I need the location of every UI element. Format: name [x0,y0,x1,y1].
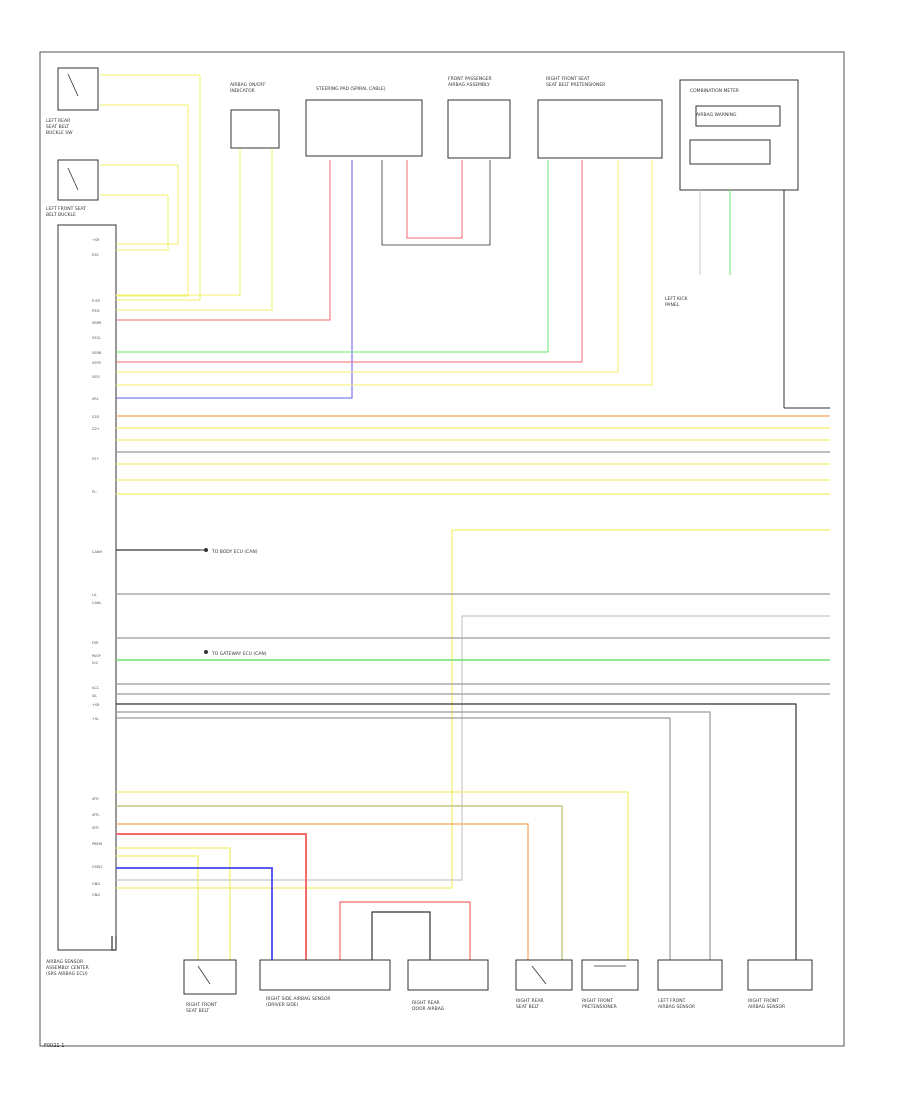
svg-text:TO BODY ECU (CAN): TO BODY ECU (CAN) [211,549,258,555]
svg-text:SSRB: SSRB [92,351,102,355]
svg-text:PRETENSIONER: PRETENSIONER [582,1004,617,1010]
horizontal-harness [116,415,830,960]
svg-text:D2+: D2+ [92,427,100,431]
svg-text:ACC: ACC [92,686,100,690]
svg-text:SEAT BELT: SEAT BELT [46,124,69,130]
svg-text:AIRBAG ON/OFF: AIRBAG ON/OFF [230,82,266,88]
svg-text:PBEW: PBEW [92,842,103,846]
svg-text:ESS: ESS [92,253,99,257]
steering-pad: STEERING PAD (SPIRAL CABLE) [305,86,423,157]
svg-text:DOOR AIRBAG: DOOR AIRBAG [412,1006,445,1012]
svg-text:RIGHT REAR: RIGHT REAR [412,1000,440,1006]
svg-text:RIGHT FRONT: RIGHT FRONT [582,998,613,1004]
svg-text:SSSL: SSSL [92,336,101,340]
svg-text:AIRBAG WARNING: AIRBAG WARNING [696,112,737,118]
left-rear-belt-switch: LEFT REAR SEAT BELT BUCKLE SW [46,67,99,136]
svg-text:+SL: +SL [92,717,99,721]
svg-text:(SRS AIRBAG ECU): (SRS AIRBAG ECU) [46,971,88,977]
svg-text:P-SR: P-SR [92,299,101,303]
svg-text:BELT BUCKLE: BELT BUCKLE [46,212,76,218]
svg-text:PAOF: PAOF [92,654,101,658]
svg-text:ASSEMBLY CENTER: ASSEMBLY CENTER [46,965,89,971]
svg-text:SBRR: SBRR [92,321,102,325]
svg-text:FSR: FSR [92,641,99,645]
diagram-frame [39,51,845,1047]
ecu-pin-labels: +SR ESS P-SR PSSI SBRR SSSL SSRB SSFR SS… [92,238,103,897]
can-callouts: TO BODY ECU (CAN) TO GATEWAY ECU (CAN) [116,548,267,657]
bottom-components: RIGHT FRONT SEAT BELT RIGHT SIDE AIRBAG … [183,959,813,1014]
svg-text:LEFT FRONT SEAT: LEFT FRONT SEAT [46,206,86,212]
svg-text:GND: GND [92,882,100,886]
svg-text:LEFT KICK: LEFT KICK [665,296,688,302]
footer-code: F0021 1 [44,1043,65,1049]
svg-text:SIL: SIL [92,694,97,698]
svg-text:LEFT REAR: LEFT REAR [46,118,70,124]
svg-text:COMBINATION METER: COMBINATION METER [690,88,739,94]
svg-text:GND: GND [92,893,100,897]
svg-text:PL-: PL- [92,490,98,494]
svg-text:RIGHT FRONT: RIGHT FRONT [186,1002,217,1008]
svg-text:S2D: S2D [92,415,99,419]
left-front-belt-switch: LEFT FRONT SEAT BELT BUCKLE [46,159,99,218]
svg-text:SEAT BELT: SEAT BELT [186,1008,209,1014]
ecu-label: AIRBAG SENSOR ASSEMBLY CENTER (SRS AIRBA… [46,959,89,977]
svg-text:CANL: CANL [92,601,101,605]
combination-meter: COMBINATION METER AIRBAG WARNING LEFT KI… [665,79,799,308]
svg-text:AIRBAG SENSOR: AIRBAG SENSOR [658,1004,695,1010]
svg-text:RIGHT FRONT SEAT: RIGHT FRONT SEAT [546,76,590,82]
top-wire-bundle [100,74,830,409]
svg-text:GSW2: GSW2 [92,865,103,869]
svg-text:RIGHT FRONT: RIGHT FRONT [748,998,779,1004]
svg-text:LEFT FRONT: LEFT FRONT [658,998,686,1004]
svg-text:LA: LA [92,593,97,597]
svg-text:AIRBAG SENSOR: AIRBAG SENSOR [748,1004,785,1010]
svg-text:SFR: SFR [92,797,99,801]
svg-text:IG2: IG2 [92,661,98,665]
svg-text:RIGHT REAR: RIGHT REAR [516,998,544,1004]
front-passenger-airbag: FRONT PASSENGER AIRBAG ASSEMBLY [447,76,511,159]
svg-text:SFR-: SFR- [92,813,101,817]
svg-text:TO GATEWAY ECU (CAN): TO GATEWAY ECU (CAN) [211,651,267,657]
svg-text:SSFR: SSFR [92,361,101,365]
svg-text:+SR: +SR [92,703,100,707]
svg-text:PSSI: PSSI [92,309,100,313]
svg-text:INDICATOR: INDICATOR [230,88,255,94]
airbag-ecu-body [57,224,117,951]
svg-text:+SR: +SR [92,238,100,242]
lower-harness [111,791,629,960]
svg-text:BUCKLE SW: BUCKLE SW [46,130,73,136]
svg-text:AIRBAG ASSEMBLY: AIRBAG ASSEMBLY [448,82,490,88]
svg-text:STEERING PAD (SPIRAL CABLE): STEERING PAD (SPIRAL CABLE) [316,86,386,92]
airbag-cutoff-indicator: AIRBAG ON/OFF INDICATOR [230,82,280,149]
svg-text:PANEL: PANEL [665,302,680,308]
svg-text:CANH: CANH [92,550,102,554]
svg-text:FRONT PASSENGER: FRONT PASSENGER [448,76,492,82]
svg-text:SFR: SFR [92,826,99,830]
svg-text:RIGHT SIDE AIRBAG SENSOR: RIGHT SIDE AIRBAG SENSOR [266,996,331,1002]
svg-text:SEAT BELT: SEAT BELT [516,1004,539,1010]
right-front-seat-pretensioner: RIGHT FRONT SEAT SEAT BELT PRETENSIONER [537,76,663,159]
svg-text:(DRIVER SIDE): (DRIVER SIDE) [266,1002,299,1008]
svg-text:P2+: P2+ [92,457,99,461]
svg-text:SEAT BELT PRETENSIONER: SEAT BELT PRETENSIONER [546,82,605,88]
svg-text:SSFL: SSFL [92,375,100,379]
svg-text:AIRBAG SENSOR: AIRBAG SENSOR [46,959,83,965]
svg-text:SRL: SRL [92,397,99,401]
